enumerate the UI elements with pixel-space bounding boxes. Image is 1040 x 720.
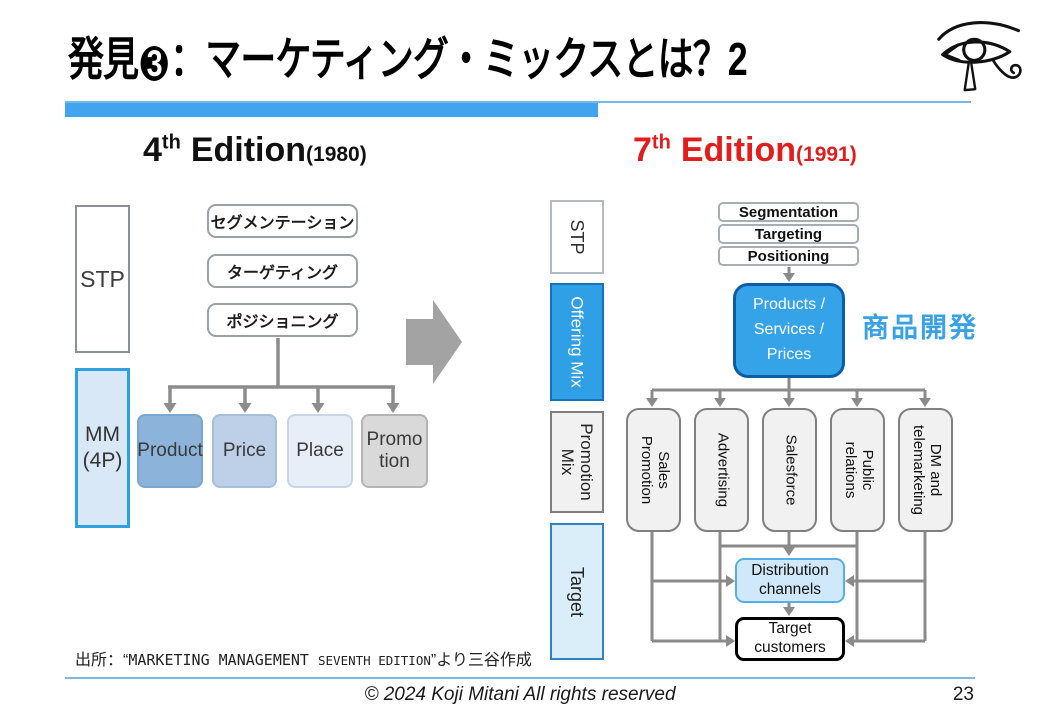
positioning-box: Positioning <box>718 246 859 266</box>
advertising-label: Advertising <box>713 432 731 508</box>
offering-mix-label-text: Offering Mix <box>567 296 587 388</box>
copyright-text: © 2024 Koji Mitani All rights reserved <box>364 684 676 705</box>
advertising-box: Advertising <box>694 408 749 532</box>
promotion-box: Promo tion <box>361 414 428 488</box>
title-underline-bar <box>65 103 598 117</box>
stp-box-left: STP <box>75 205 130 353</box>
target-side-label: Target <box>550 523 604 660</box>
salesforce-box: Salesforce <box>762 408 817 532</box>
stp-side-label: STP <box>550 200 604 274</box>
place-box: Place <box>287 414 353 488</box>
products-services-prices-label: Products / Services / Prices <box>752 296 826 363</box>
title-underline-thin <box>65 101 971 103</box>
offering-mix-side-label: Offering Mix <box>550 283 604 401</box>
positioning-label: Positioning <box>747 247 830 265</box>
target-customers-label: Target customers <box>754 620 826 656</box>
targeting-label-jp: ターゲティング <box>226 265 339 282</box>
distribution-channels-label: Distribution channels <box>751 561 829 598</box>
edition-number: 4 <box>143 131 162 169</box>
source-note-edition: SEVENTH EDITION <box>318 653 431 668</box>
source-note-title: MARKETING MANAGEMENT <box>128 651 318 669</box>
edition-word: Edition <box>190 131 307 169</box>
eye-of-horus-icon <box>937 21 1022 92</box>
distribution-channels-box: Distribution channels <box>735 558 845 603</box>
edition-ordinal: th <box>651 131 671 154</box>
segmentation-box-jp: セグメンテーション <box>207 204 358 238</box>
product-development-annotation: 商品開発 <box>862 313 978 343</box>
targeting-label: Targeting <box>754 225 823 243</box>
promotion-label: Promo tion <box>366 429 423 472</box>
circled-number-icon: 3 <box>140 43 168 84</box>
promotion-mix-label-text: Promotion Mix <box>558 423 597 501</box>
arrowheads-left <box>163 403 400 413</box>
dm-telemarketing-box: DM and telemarketing <box>898 408 953 532</box>
segmentation-box: Segmentation <box>718 202 859 222</box>
dm-telemarketing-label: DM and telemarketing <box>909 424 944 516</box>
public-relations-label: Public relations <box>841 441 876 499</box>
stp-side-label-text: STP <box>567 219 588 255</box>
stp-label: STP <box>80 265 125 292</box>
public-relations-box: Public relations <box>830 408 885 532</box>
source-note-suffix: ”より三谷作成 <box>430 652 532 669</box>
source-note-prefix: 出所：“ <box>75 652 129 669</box>
edition-year: (1991) <box>796 143 857 166</box>
mm-4p-box: MM (4P) <box>75 368 130 528</box>
positioning-box-jp: ポジショニング <box>207 303 358 337</box>
product-box: Product <box>137 414 203 488</box>
place-label: Place <box>296 440 344 462</box>
big-right-arrow <box>406 300 462 384</box>
positioning-label-jp: ポジショニング <box>226 314 339 331</box>
edition-word: Edition <box>680 131 797 169</box>
title-prefix: 発見 <box>68 33 139 85</box>
sales-promotion-label: Sales Promotion <box>637 435 672 505</box>
segmentation-label: Segmentation <box>738 203 839 221</box>
products-services-prices-box: Products / Services / Prices <box>733 283 845 378</box>
targeting-box: Targeting <box>718 224 859 244</box>
targeting-box-jp: ターゲティング <box>207 254 358 288</box>
mm-4p-label: MM (4P) <box>82 422 123 472</box>
right-edition-heading: 7th Edition(1991) <box>633 131 857 170</box>
product-label: Product <box>137 440 203 462</box>
price-label: Price <box>222 440 267 462</box>
sales-promotion-box: Sales Promotion <box>626 408 681 532</box>
target-label-text: Target <box>567 566 588 617</box>
segmentation-label-jp: セグメンテーション <box>210 215 355 232</box>
promotion-mix-side-label: Promotion Mix <box>550 411 604 513</box>
price-box: Price <box>212 414 277 488</box>
edition-ordinal: th <box>161 131 181 154</box>
left-edition-heading: 4th Edition(1980) <box>143 131 367 170</box>
target-customers-box: Target customers <box>735 617 845 661</box>
salesforce-label: Salesforce <box>781 434 799 506</box>
edition-year: (1980) <box>306 143 367 166</box>
page-number: 23 <box>952 684 974 705</box>
footer-divider <box>65 677 975 679</box>
edition-number: 7 <box>633 131 652 169</box>
source-note: 出所：“MARKETING MANAGEMENT SEVENTH EDITION… <box>75 646 532 670</box>
title-suffix: ：マーケティング・ミックスとは？2 <box>170 33 748 85</box>
